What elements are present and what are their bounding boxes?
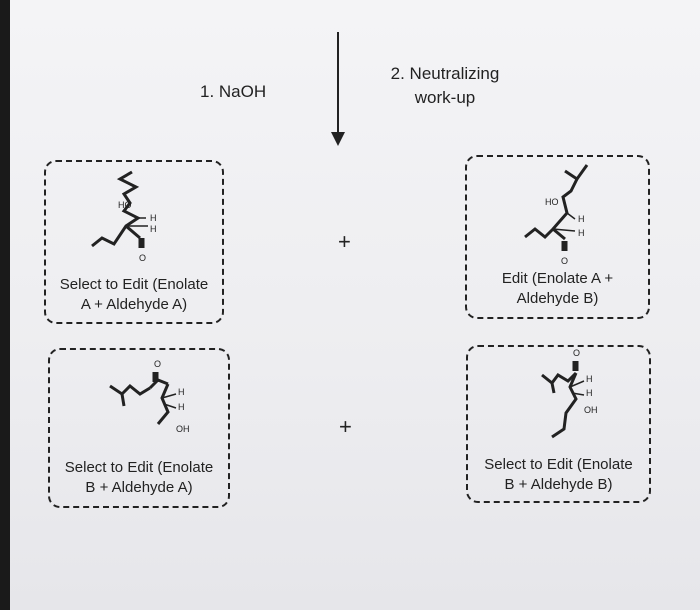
product-box-enolate-b-aldehyde-b[interactable]: O H H OH Select to Edit (Enolate B + Ald…: [466, 345, 651, 503]
hydrogen-label: H: [178, 387, 185, 397]
hydrogen-label: H: [178, 402, 185, 412]
box-label-line1: Select to Edit (Enolate: [484, 456, 633, 473]
reagent-step-2: 2. Neutralizing work-up: [380, 62, 510, 110]
hydrogen-label: H: [150, 224, 157, 234]
reagent-step-2-line1: 2. Neutralizing: [390, 64, 500, 83]
worksheet: 1. NaOH 2. Neutralizing work-up + + HO H…: [10, 0, 700, 610]
reagent-step-1: 1. NaOH: [200, 82, 267, 101]
structure-enolate-b-aldehyde-a: O H H OH: [109, 359, 190, 434]
box-label-line2: B + Aldehyde A): [85, 479, 193, 496]
reaction-arrow-shaft: [337, 32, 339, 134]
reagent-step-2-line2: work-up: [414, 88, 476, 107]
oxygen-label: O: [139, 253, 146, 263]
structure-enolate-a-aldehyde-a: HO H H O: [91, 170, 157, 263]
box-label: Select to Edit (Enolate A + Aldehyde A): [46, 275, 222, 315]
box-label-line2: Aldehyde B): [516, 290, 599, 307]
hydrogen-label: H: [586, 388, 593, 398]
hydroxyl-label: OH: [584, 405, 598, 415]
box-label: Select to Edit (Enolate B + Aldehyde A): [50, 458, 228, 498]
hydroxyl-label: HO: [118, 200, 132, 210]
plus-sign-top: +: [338, 229, 351, 254]
box-label: Select to Edit (Enolate B + Aldehyde B): [468, 455, 649, 495]
product-box-enolate-b-aldehyde-a[interactable]: O H H OH Select to Edit (Enolate B + Ald…: [48, 348, 230, 508]
hydrogen-label: H: [586, 374, 593, 384]
box-label: Edit (Enolate A + Aldehyde B): [467, 269, 648, 309]
box-label-line1: Select to Edit (Enolate: [59, 276, 209, 293]
hydroxyl-label: HO: [545, 197, 559, 207]
box-label-line1: Edit (Enolate A +: [501, 270, 614, 287]
hydrogen-label: H: [578, 214, 585, 224]
oxygen-label: O: [154, 359, 161, 369]
structure-enolate-b-aldehyde-b: O H H OH: [541, 348, 598, 439]
product-box-enolate-a-aldehyde-a[interactable]: HO H H O Select to Edit (Enolate A + Ald…: [44, 160, 224, 324]
box-label-line2: A + Aldehyde A): [80, 296, 188, 313]
product-box-enolate-a-aldehyde-b[interactable]: HO H H O Edit (Enolate A + Aldehyde B): [465, 155, 650, 319]
hydroxyl-label: OH: [176, 424, 190, 434]
oxygen-label: O: [561, 256, 568, 266]
box-label-line1: Select to Edit (Enolate: [64, 459, 214, 476]
plus-sign-bottom: +: [339, 414, 352, 439]
hydrogen-label: H: [150, 213, 157, 223]
hydrogen-label: H: [578, 228, 585, 238]
oxygen-label: O: [573, 348, 580, 358]
structure-enolate-a-aldehyde-b: HO H H O: [524, 164, 589, 266]
box-label-line2: B + Aldehyde B): [504, 476, 613, 493]
reaction-arrow-head: [331, 132, 345, 146]
